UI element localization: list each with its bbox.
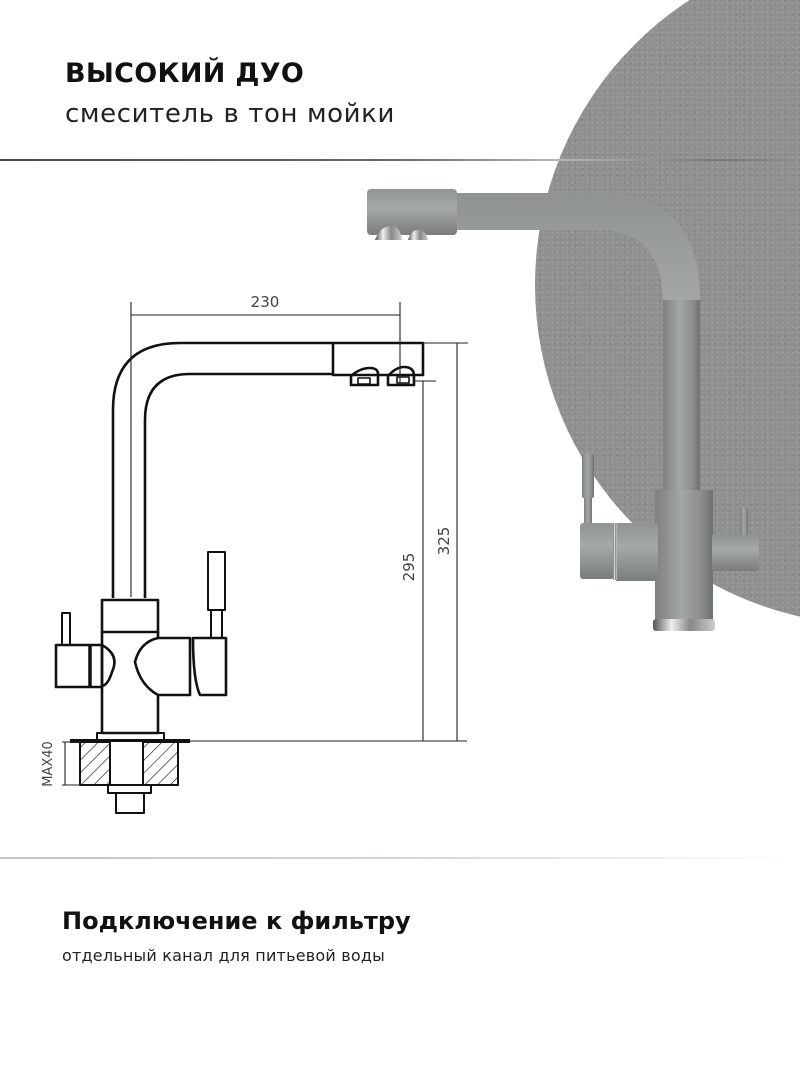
- aerator-left: [349, 366, 380, 387]
- faucet-spout-head: [367, 189, 457, 235]
- top-divider: [0, 159, 800, 161]
- faucet-base-ring: [653, 619, 715, 631]
- spout-inner-line: [143, 372, 333, 598]
- faucet-right-handle: [727, 535, 759, 571]
- faucet-aerator-left: [375, 226, 402, 240]
- dim-label-325: 325: [435, 527, 453, 556]
- product-title: ВЫСОКИЙ ДУО: [65, 58, 305, 89]
- faucet-left-handle: [580, 523, 614, 579]
- dim-label-max40: MAX40: [41, 741, 56, 787]
- product-subtitle: смеситель в тон мойки: [65, 99, 395, 129]
- dim-label-295: 295: [400, 553, 418, 582]
- feature-subtitle: отдельный канал для питьевой воды: [62, 946, 385, 965]
- right-handle: [191, 636, 228, 697]
- body-collar: [100, 598, 160, 634]
- right-handle-base: [158, 636, 192, 697]
- dim-label-230: 230: [251, 293, 280, 311]
- aerator-right: [386, 365, 416, 387]
- body-main: [100, 632, 160, 735]
- bottom-divider: [0, 857, 800, 859]
- feature-title: Подключение к фильтру: [62, 907, 411, 935]
- spout-outer-line: [111, 341, 333, 598]
- left-handle: [54, 643, 104, 689]
- faucet-aerator-right: [408, 230, 428, 240]
- faucet-body: [655, 490, 713, 620]
